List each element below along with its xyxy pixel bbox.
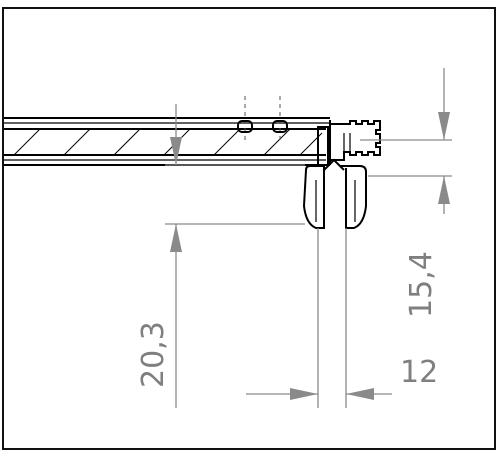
bolt-heads [237,120,288,133]
glass-panel-section [4,117,330,166]
extension-lines [165,139,452,408]
dimension-20-3 [170,104,182,408]
dimension-label-right: 15,4 [404,251,439,318]
dimension-label-bottom: 12 [400,355,438,390]
drawing-frame [2,7,496,450]
dimension-15-4 [438,68,450,214]
dimension-label-left: 20,3 [136,321,171,388]
edge-profile [302,120,381,229]
dimension-12 [246,388,392,400]
